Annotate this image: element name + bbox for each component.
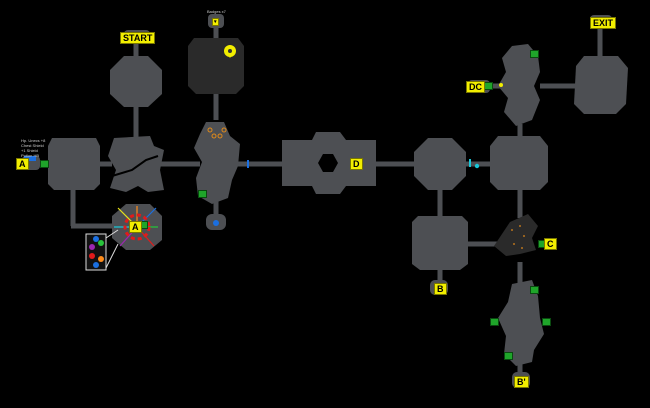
west-cave — [108, 136, 164, 192]
left-note-3: +1 Shield — [21, 148, 38, 153]
top-note: Badges x7 — [207, 9, 226, 14]
start-room — [110, 56, 162, 107]
south-room — [412, 216, 468, 270]
cave-crack — [111, 155, 159, 177]
d-label: D — [350, 158, 363, 170]
gem-icon-east — [474, 163, 480, 169]
a-center-label: A — [129, 221, 142, 233]
left-note-4: Potion HB — [21, 153, 40, 158]
chest-icon — [504, 352, 513, 360]
keyhole-icon — [224, 45, 236, 58]
north-cave — [498, 44, 540, 126]
west-room — [48, 138, 100, 190]
hall-pillar — [318, 154, 338, 172]
dc-marker — [499, 83, 503, 87]
left-note-1: Hp. Unecs +8 — [21, 138, 46, 143]
b-prime-label: B' — [514, 376, 529, 388]
legend-panel — [85, 229, 119, 271]
central-cave — [194, 122, 240, 204]
dark-chamber — [188, 38, 244, 94]
chest-icon — [40, 160, 49, 168]
chest-icon — [484, 82, 493, 90]
dc-label: DC — [466, 81, 485, 93]
a-alcove-gem — [24, 156, 36, 161]
chest-icon — [542, 318, 551, 326]
exit-room — [574, 56, 628, 114]
left-note-2: Chest Shield — [21, 143, 44, 148]
b-label: B — [434, 283, 447, 295]
south-cave — [498, 280, 544, 366]
gem-icon — [213, 220, 219, 226]
east-octagon — [414, 138, 466, 190]
chest-icon — [530, 286, 539, 294]
c-label: C — [544, 238, 557, 250]
chest-icon — [530, 50, 539, 58]
chest-icon — [490, 318, 499, 326]
start-label: START — [120, 32, 156, 44]
east-room — [490, 136, 548, 190]
a-left-label: A — [16, 158, 29, 170]
top-alcove-marker: ▾ — [212, 18, 219, 26]
c-cave — [494, 214, 538, 256]
chest-icon — [198, 190, 207, 198]
exit-label: EXIT — [590, 17, 617, 29]
c-cave-dots — [511, 225, 525, 249]
orange-markers — [207, 127, 227, 139]
